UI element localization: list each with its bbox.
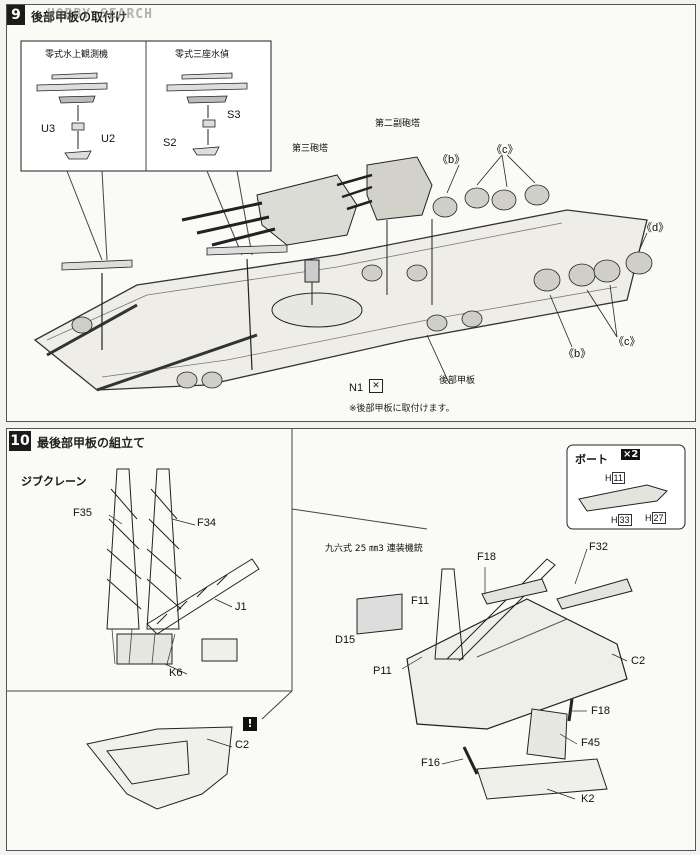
part-u3: U3 [41,123,56,135]
inset-left-title: 零式水上観測機 [45,50,109,60]
boat-h1-num: 11 [611,472,625,484]
boat-h3-num: 27 [651,512,666,524]
label-b-top: 《b》 [437,154,466,166]
part-f16: F16 [421,757,440,769]
part-p11: P11 [373,665,392,677]
exclamation-icon: ! [243,717,257,731]
part-f11: F11 [411,595,430,607]
watermark: HOBBY SEARCH [47,7,153,22]
boat-title: ボート [575,453,608,466]
boat-h2-num: 33 [617,514,632,526]
step10-panel: 10 最後部甲板の組立て ジブクレーン F35 F34 J1 K6 九六式 25… [6,428,696,851]
part-f18-top: F18 [477,551,496,563]
label-d: 《d》 [641,222,670,234]
boat-h2-prefix: H [611,515,618,525]
step9-panel: 9 後部甲板の取付け HOBBY SEARCH 零式水上観測機 零式三座水偵 U… [6,4,696,422]
step9-diagram [20,40,653,392]
part-k2: K2 [581,793,595,805]
part-n1: N1 [349,382,364,394]
step10-badge: 10 [9,431,31,451]
label-subturret2: 第二副砲塔 [375,119,421,129]
part-f35: F35 [73,507,92,519]
part-s3: S3 [227,109,241,121]
part-f45: F45 [581,737,600,749]
label-rear-deck: 後部甲板 [439,376,476,386]
step10-diagram [7,429,686,810]
inset-right-title: 零式三座水偵 [175,50,230,60]
step9-title: 後部甲板の取付け [31,10,128,24]
label-c-top: 《c》 [491,144,519,156]
part-d15: D15 [335,634,356,646]
step9-note: ※後部甲板に取付けます。 [349,404,455,414]
part-f34: F34 [197,517,216,529]
boat-count-badge: ×2 [621,449,641,460]
part-u2: U2 [101,133,116,145]
part-c2-left: C2 [235,739,250,751]
part-f32: F32 [589,541,608,553]
part-j1: J1 [235,601,247,613]
label-b-bottom: 《b》 [563,348,592,360]
boat-h3-prefix: H [645,513,652,523]
part-c2-right: C2 [631,655,646,667]
part-k6: K6 [169,667,183,679]
no-glue-icon: ✕ [369,379,383,393]
step9-badge: 9 [7,5,25,25]
label-aa-gun: 九六式 25 ㎜3 連装機銃 [325,544,423,554]
label-c-bottom: 《c》 [613,336,641,348]
boat-h1-prefix: H [605,473,612,483]
part-f18-bottom: F18 [591,705,610,717]
step10-title: 最後部甲板の組立て [37,436,146,450]
part-s2: S2 [163,137,177,149]
jib-crane-title: ジブクレーン [21,475,87,488]
label-turret3: 第三砲塔 [292,144,329,154]
